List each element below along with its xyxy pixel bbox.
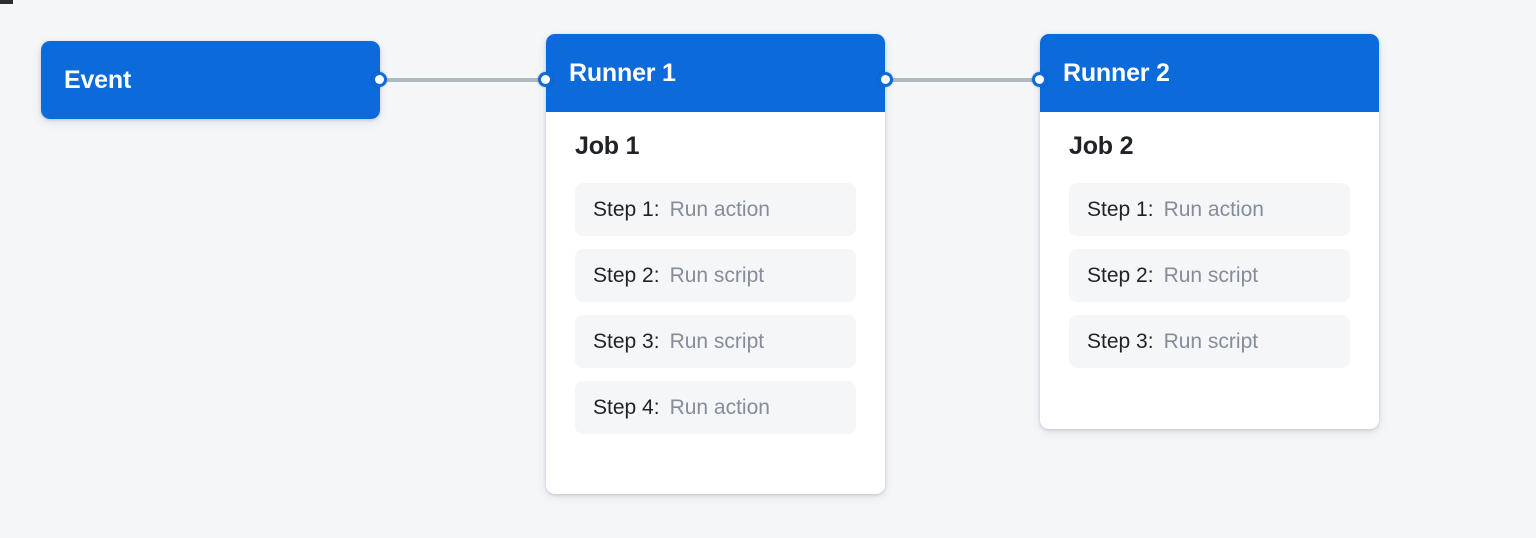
step-label: Step 2: (593, 263, 660, 287)
step-value: Run action (669, 395, 770, 419)
node-event[interactable]: Event (41, 41, 380, 119)
step-row[interactable]: Step 2: Run script (1069, 249, 1350, 302)
step-value: Run script (669, 263, 765, 287)
step-row[interactable]: Step 1: Run action (1069, 183, 1350, 236)
step-row[interactable]: Step 2: Run script (575, 249, 856, 302)
step-value: Run script (669, 329, 765, 353)
step-label: Step 3: (593, 329, 660, 353)
node-runner-1-body: Job 1 Step 1: Run action Step 2: Run scr… (546, 112, 885, 460)
edge-runner1-to-runner2[interactable] (884, 78, 1042, 82)
handle-event-source[interactable] (372, 72, 387, 87)
step-value: Run action (1163, 197, 1264, 221)
step-label: Step 1: (1087, 197, 1154, 221)
step-label: Step 3: (1087, 329, 1154, 353)
corner-artifact (0, 0, 13, 4)
step-value: Run script (1163, 263, 1259, 287)
step-row[interactable]: Step 3: Run script (1069, 315, 1350, 368)
step-value: Run action (669, 197, 770, 221)
node-runner-2-header: Runner 2 (1040, 34, 1379, 112)
handle-runner-1-source[interactable] (878, 72, 893, 87)
step-row[interactable]: Step 1: Run action (575, 183, 856, 236)
step-label: Step 2: (1087, 263, 1154, 287)
node-runner-2-title: Runner 2 (1063, 58, 1170, 87)
step-label: Step 1: (593, 197, 660, 221)
edge-event-to-runner1[interactable] (380, 78, 548, 82)
job-title-1: Job 1 (575, 132, 640, 160)
handle-runner-2-target[interactable] (1032, 72, 1047, 87)
step-list-2: Step 1: Run action Step 2: Run script St… (1069, 183, 1350, 368)
handle-runner-1-target[interactable] (538, 72, 553, 87)
node-runner-2-body: Job 2 Step 1: Run action Step 2: Run scr… (1040, 112, 1379, 394)
step-list-1: Step 1: Run action Step 2: Run script St… (575, 183, 856, 434)
step-label: Step 4: (593, 395, 660, 419)
node-runner-1[interactable]: Runner 1 Job 1 Step 1: Run action Step 2… (546, 34, 885, 494)
job-title-2: Job 2 (1069, 132, 1134, 160)
node-event-title: Event (64, 65, 132, 94)
step-value: Run script (1163, 329, 1259, 353)
node-runner-1-header: Runner 1 (546, 34, 885, 112)
node-event-header: Event (41, 41, 380, 119)
node-runner-1-title: Runner 1 (569, 58, 676, 87)
node-runner-2[interactable]: Runner 2 Job 2 Step 1: Run action Step 2… (1040, 34, 1379, 429)
step-row[interactable]: Step 4: Run action (575, 381, 856, 434)
step-row[interactable]: Step 3: Run script (575, 315, 856, 368)
